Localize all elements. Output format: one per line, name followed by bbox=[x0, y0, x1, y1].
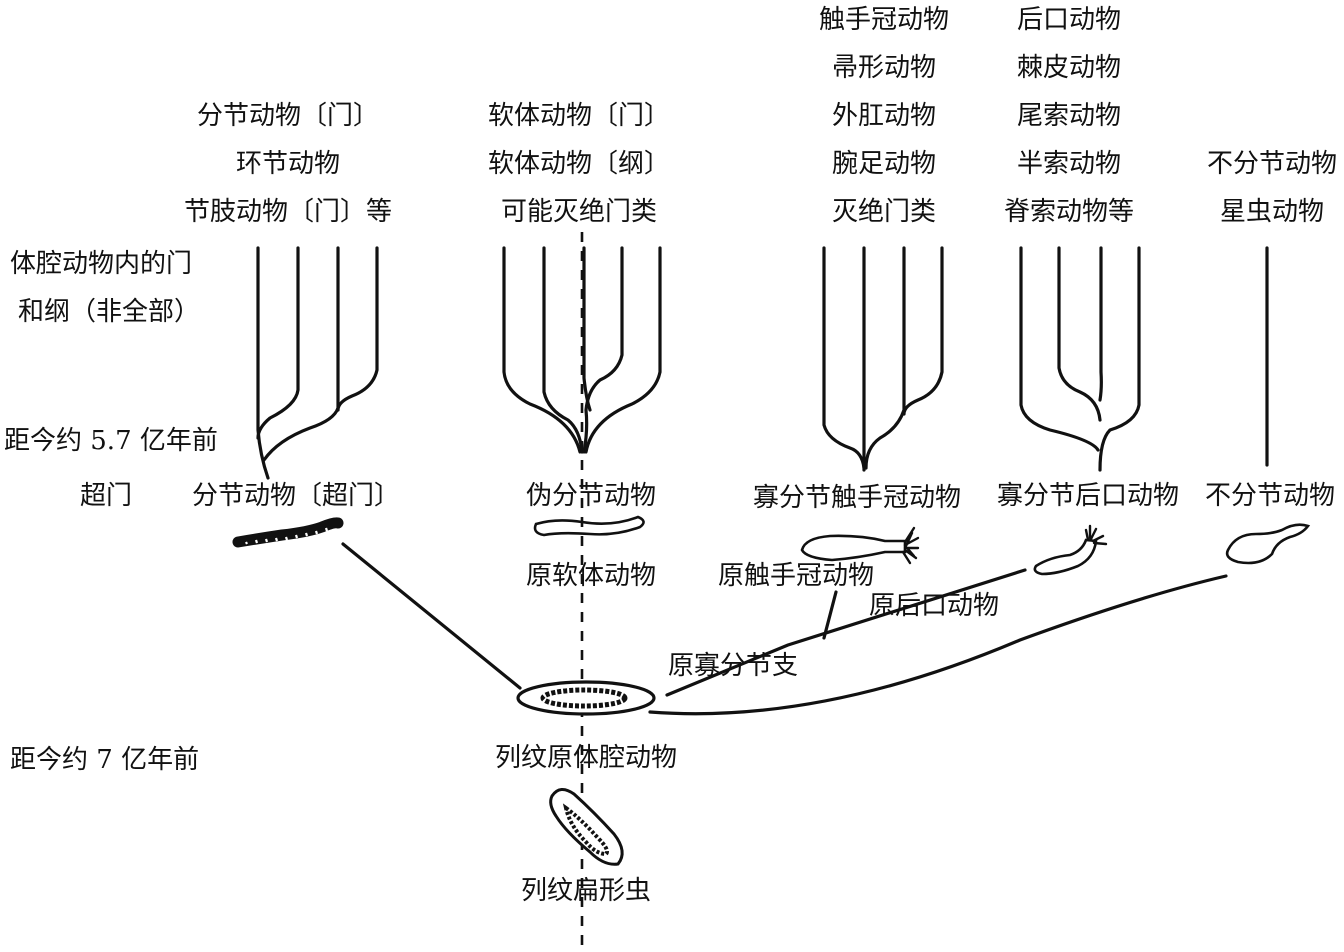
proto-lophophorate-label: 原触手冠动物 bbox=[717, 561, 875, 591]
lophophorate-label-1: 触手冠动物 bbox=[818, 5, 950, 35]
proto-mollusc-label: 原软体动物 bbox=[525, 561, 657, 591]
mollusc-tree bbox=[502, 246, 662, 454]
mollusc-label-2: 软体动物〔纲〕 bbox=[487, 149, 671, 179]
deuterostome-label-3: 尾索动物 bbox=[1016, 101, 1122, 131]
time-700-million: 距今约 7 亿年前 bbox=[10, 745, 200, 775]
unsegmented-icon bbox=[1225, 523, 1311, 565]
metameric-flatworm-icon bbox=[549, 788, 624, 866]
proto-oligomeric-branch bbox=[665, 568, 1027, 697]
superphylum-label: 超门 bbox=[80, 481, 133, 511]
lophophorate-tree bbox=[822, 246, 944, 472]
arthropod-label-3: 节肢动物〔门〕等 bbox=[183, 197, 393, 227]
time-570-million: 距今约 5.7 亿年前 bbox=[4, 426, 218, 456]
segmented-connection bbox=[341, 542, 522, 690]
lophophorate-label-4: 腕足动物 bbox=[831, 149, 937, 179]
mollusc-label-1: 软体动物〔门〕 bbox=[487, 101, 671, 131]
proto-lophophorate-icon bbox=[800, 526, 920, 565]
metameric-flatworm-label: 列纹扁形虫 bbox=[520, 876, 652, 906]
arthropod-label-2: 环节动物 bbox=[235, 149, 341, 179]
arthropod-tree bbox=[256, 246, 379, 480]
deuterostome-label-4: 半索动物 bbox=[1016, 149, 1122, 179]
segmented-worm-icon bbox=[232, 517, 344, 548]
superphylum-pseudo-segmented: 伪分节动物 bbox=[525, 481, 657, 511]
proto-deuterostome-label: 原后口动物 bbox=[868, 591, 1000, 621]
proto-deuterostome-icon bbox=[1033, 524, 1108, 576]
pseudo-segmented-icon bbox=[533, 515, 645, 537]
lophophorate-label-2: 帚形动物 bbox=[831, 53, 937, 83]
deuterostome-label-1: 后口动物 bbox=[1016, 5, 1122, 35]
superphylum-unsegmented: 不分节动物 bbox=[1204, 481, 1336, 511]
deuterostome-label-5: 脊索动物等 bbox=[1003, 197, 1135, 227]
lophophorate-label-3: 外肛动物 bbox=[831, 101, 937, 131]
metameric-protocoelomate-label: 列纹原体腔动物 bbox=[494, 743, 678, 773]
arthropod-label-1: 分节动物〔门〕 bbox=[196, 101, 380, 131]
metameric-protocoelomate-icon bbox=[516, 680, 656, 716]
superphylum-oligomeric-deuterostome: 寡分节后口动物 bbox=[996, 481, 1180, 511]
deuterostome-label-2: 棘皮动物 bbox=[1016, 53, 1122, 83]
superphylum-oligomeric-lophophorate: 寡分节触手冠动物 bbox=[752, 483, 962, 513]
mollusc-label-3: 可能灭绝门类 bbox=[500, 197, 658, 227]
unsegmented-connection bbox=[648, 574, 1228, 716]
superphylum-segmented: 分节动物〔超门〕 bbox=[191, 481, 401, 511]
lophophorate-label-5: 灭绝门类 bbox=[831, 197, 937, 227]
phyla-note-line-2: 和纲（非全部） bbox=[18, 297, 201, 327]
phyla-note-line-1: 体腔动物内的门 bbox=[10, 249, 193, 279]
proto-oligomeric-branch-label: 原寡分节支 bbox=[667, 651, 799, 681]
unsegmented-label-2: 星虫动物 bbox=[1219, 197, 1325, 227]
deuterostome-tree bbox=[1019, 246, 1141, 472]
unsegmented-label-1: 不分节动物 bbox=[1206, 149, 1338, 179]
lophophorate-stem bbox=[822, 590, 838, 640]
